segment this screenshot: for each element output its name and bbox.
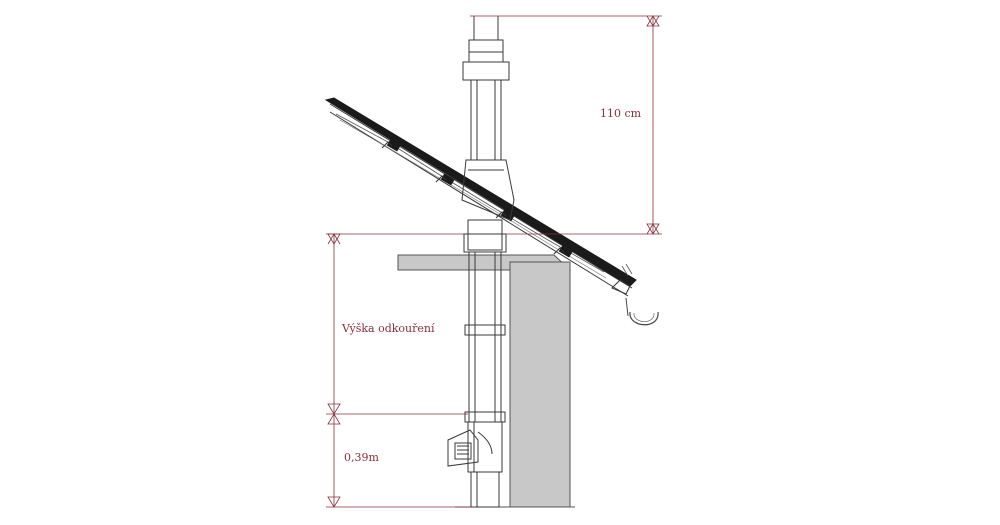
chimney-cap-collar bbox=[462, 61, 510, 81]
connector-plate bbox=[454, 442, 472, 460]
roof-tiles bbox=[324, 97, 637, 287]
gutter-inner bbox=[633, 312, 655, 323]
dim-top-arrow-up-b bbox=[646, 15, 660, 27]
roof-batten-4 bbox=[558, 245, 573, 258]
ceiling-collar bbox=[463, 233, 507, 253]
t-piece bbox=[467, 421, 503, 473]
coupling-band-1 bbox=[464, 324, 506, 336]
gutter-bracket bbox=[625, 297, 629, 317]
eave-hatch-2 bbox=[625, 263, 633, 275]
roof-flashing bbox=[461, 159, 515, 221]
tile-hook-2 bbox=[435, 175, 447, 183]
roof-rafter bbox=[329, 103, 633, 289]
middle-pipe bbox=[467, 219, 503, 251]
roof-eave-detail bbox=[611, 279, 631, 295]
tile-hook-4 bbox=[553, 247, 565, 255]
label-draft-height: Výška odkouření bbox=[341, 322, 435, 335]
gutter-trough bbox=[629, 311, 659, 326]
roof-batten-3 bbox=[500, 209, 515, 222]
connector-elbow bbox=[477, 431, 493, 455]
tile-hook-3 bbox=[495, 211, 507, 219]
wall-and-ceiling bbox=[397, 254, 575, 508]
label-top-height: 110 cm bbox=[600, 107, 642, 120]
dim-left-arrow-2 bbox=[327, 403, 341, 415]
dim-left-arrow-4 bbox=[327, 496, 341, 508]
lower-pipe bbox=[468, 251, 502, 423]
wall-block bbox=[509, 261, 571, 508]
upper-pipe bbox=[470, 79, 502, 161]
roof-batten-2 bbox=[440, 173, 455, 186]
chimney-cap-top bbox=[468, 39, 504, 63]
chimney-pipe bbox=[461, 16, 515, 508]
flue-connector bbox=[447, 429, 493, 467]
coupling-band-2 bbox=[464, 411, 506, 423]
connector-housing bbox=[447, 429, 479, 467]
gutter bbox=[625, 297, 659, 326]
roof-sheathing bbox=[335, 113, 605, 273]
roof-batten-1 bbox=[386, 139, 401, 152]
eave-hatch-1 bbox=[621, 265, 629, 277]
roof bbox=[324, 97, 637, 297]
bottom-pipe bbox=[470, 471, 500, 508]
tile-hook-1 bbox=[381, 141, 393, 149]
label-bottom-height: 0,39m bbox=[344, 451, 379, 464]
dim-left-arrow-1b bbox=[327, 233, 341, 245]
dim-top-arrow-down-b bbox=[646, 223, 660, 235]
dim-left-arrow-3 bbox=[327, 413, 341, 425]
dimensions bbox=[326, 15, 662, 508]
